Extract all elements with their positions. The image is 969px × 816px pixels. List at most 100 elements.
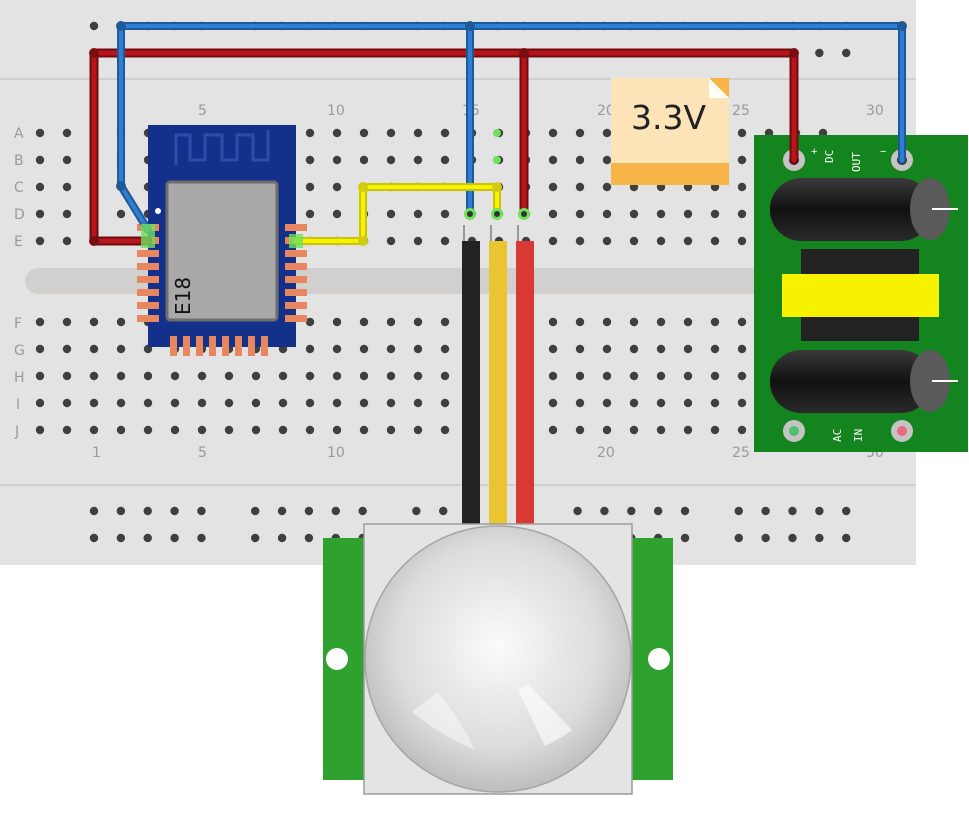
- breadboard-hole[interactable]: [116, 209, 126, 219]
- breadboard-hole[interactable]: [89, 317, 99, 327]
- breadboard-hole[interactable]: [683, 425, 693, 435]
- breadboard-hole[interactable]: [602, 344, 612, 354]
- breadboard-hole[interactable]: [35, 128, 45, 138]
- breadboard-hole[interactable]: [35, 425, 45, 435]
- breadboard-hole[interactable]: [62, 371, 72, 381]
- breadboard-hole[interactable]: [737, 425, 747, 435]
- breadboard-hole[interactable]: [413, 344, 423, 354]
- breadboard-hole[interactable]: [332, 425, 342, 435]
- breadboard-hole[interactable]: [680, 533, 690, 543]
- breadboard-hole[interactable]: [332, 209, 342, 219]
- breadboard-hole[interactable]: [815, 506, 824, 516]
- breadboard-hole[interactable]: [683, 398, 693, 408]
- breadboard-hole[interactable]: [815, 533, 824, 543]
- breadboard-hole[interactable]: [761, 533, 770, 543]
- breadboard-hole[interactable]: [602, 317, 612, 327]
- breadboard-hole[interactable]: [251, 398, 261, 408]
- breadboard-hole[interactable]: [277, 506, 287, 516]
- breadboard-hole[interactable]: [386, 209, 396, 219]
- breadboard-hole[interactable]: [62, 155, 72, 165]
- breadboard-hole[interactable]: [737, 317, 747, 327]
- breadboard-hole[interactable]: [602, 155, 612, 165]
- breadboard-hole[interactable]: [170, 425, 180, 435]
- breadboard-hole[interactable]: [305, 371, 315, 381]
- breadboard-hole[interactable]: [332, 128, 342, 138]
- breadboard-hole[interactable]: [89, 425, 99, 435]
- breadboard-hole[interactable]: [143, 425, 153, 435]
- breadboard-hole[interactable]: [575, 155, 585, 165]
- breadboard-hole[interactable]: [35, 371, 45, 381]
- breadboard-hole[interactable]: [305, 398, 315, 408]
- breadboard-hole[interactable]: [386, 128, 396, 138]
- breadboard-hole[interactable]: [359, 344, 369, 354]
- breadboard-hole[interactable]: [629, 236, 639, 246]
- breadboard-hole[interactable]: [602, 209, 612, 219]
- breadboard-hole[interactable]: [116, 398, 126, 408]
- breadboard-hole[interactable]: [548, 317, 558, 327]
- breadboard-hole[interactable]: [359, 155, 369, 165]
- breadboard-hole[interactable]: [573, 506, 582, 516]
- breadboard-hole[interactable]: [224, 398, 234, 408]
- breadboard-hole[interactable]: [761, 506, 770, 516]
- breadboard-hole[interactable]: [305, 344, 315, 354]
- breadboard-hole[interactable]: [575, 209, 585, 219]
- breadboard-hole[interactable]: [170, 398, 180, 408]
- breadboard-hole[interactable]: [278, 425, 288, 435]
- breadboard-hole[interactable]: [710, 371, 720, 381]
- breadboard-hole[interactable]: [683, 317, 693, 327]
- breadboard-hole[interactable]: [737, 398, 747, 408]
- breadboard-hole[interactable]: [575, 425, 585, 435]
- breadboard-hole[interactable]: [602, 398, 612, 408]
- breadboard-hole[interactable]: [548, 371, 558, 381]
- breadboard-hole[interactable]: [358, 506, 367, 516]
- breadboard-hole[interactable]: [35, 344, 45, 354]
- breadboard-hole[interactable]: [842, 506, 851, 516]
- breadboard-hole[interactable]: [440, 236, 450, 246]
- breadboard-hole[interactable]: [710, 209, 720, 219]
- breadboard-hole[interactable]: [170, 371, 180, 381]
- breadboard-hole[interactable]: [116, 533, 126, 543]
- breadboard-hole[interactable]: [440, 317, 450, 327]
- breadboard-hole[interactable]: [197, 398, 207, 408]
- breadboard-hole[interactable]: [629, 209, 639, 219]
- breadboard-hole[interactable]: [62, 236, 72, 246]
- breadboard-hole[interactable]: [35, 236, 45, 246]
- breadboard-hole[interactable]: [440, 425, 450, 435]
- breadboard-hole[interactable]: [386, 398, 396, 408]
- breadboard-hole[interactable]: [548, 128, 558, 138]
- breadboard-hole[interactable]: [359, 425, 369, 435]
- breadboard-hole[interactable]: [413, 209, 423, 219]
- esp-module[interactable]: E18: [137, 125, 307, 356]
- breadboard-hole[interactable]: [250, 506, 260, 516]
- breadboard-hole[interactable]: [35, 398, 45, 408]
- breadboard-hole[interactable]: [629, 425, 639, 435]
- power-module[interactable]: + − DC OUT AC IN: [754, 135, 968, 452]
- breadboard-hole[interactable]: [439, 506, 448, 516]
- breadboard-hole[interactable]: [710, 236, 720, 246]
- breadboard-hole[interactable]: [629, 371, 639, 381]
- breadboard-hole[interactable]: [413, 236, 423, 246]
- breadboard-hole[interactable]: [197, 425, 207, 435]
- breadboard-hole[interactable]: [710, 317, 720, 327]
- breadboard-hole[interactable]: [413, 371, 423, 381]
- breadboard-hole[interactable]: [386, 371, 396, 381]
- breadboard-hole[interactable]: [359, 371, 369, 381]
- breadboard-hole[interactable]: [788, 533, 797, 543]
- breadboard-hole[interactable]: [710, 344, 720, 354]
- breadboard-hole[interactable]: [143, 533, 152, 543]
- breadboard-hole[interactable]: [737, 344, 747, 354]
- breadboard-hole[interactable]: [89, 533, 99, 543]
- breadboard-hole[interactable]: [305, 317, 315, 327]
- breadboard-hole[interactable]: [680, 506, 690, 516]
- breadboard-hole[interactable]: [575, 344, 585, 354]
- breadboard-hole[interactable]: [710, 398, 720, 408]
- breadboard-hole[interactable]: [737, 209, 747, 219]
- breadboard-hole[interactable]: [737, 128, 747, 138]
- breadboard-hole[interactable]: [734, 506, 743, 516]
- breadboard-hole[interactable]: [331, 506, 340, 516]
- breadboard-hole[interactable]: [197, 506, 206, 516]
- breadboard-hole[interactable]: [305, 128, 315, 138]
- breadboard-hole[interactable]: [89, 398, 99, 408]
- breadboard-hole[interactable]: [656, 425, 666, 435]
- breadboard-hole[interactable]: [656, 236, 666, 246]
